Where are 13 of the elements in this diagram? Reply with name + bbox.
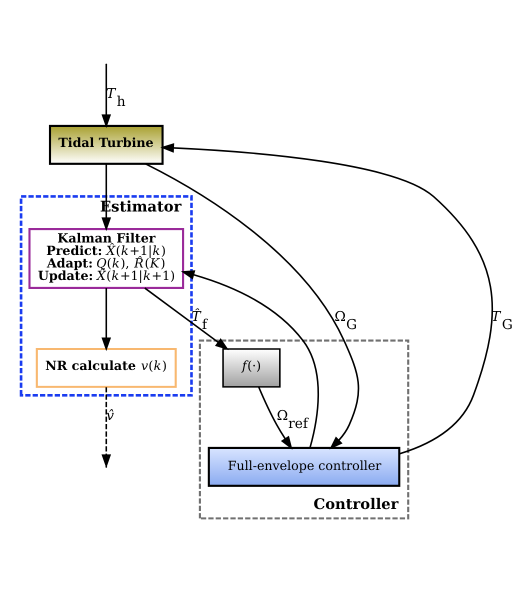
node-box: Full-envelope controller xyxy=(208,446,400,486)
node-box: Tidal Turbine xyxy=(48,124,164,164)
node-box: NR calculate v(k) xyxy=(36,347,177,388)
node-box: Kalman Filter Predict: X̂(k+1|k) Adapt: Q(k), R̂(K) Update: X̂(k+1|k+1) xyxy=(28,228,184,289)
arrow xyxy=(144,286,229,350)
arrow xyxy=(145,162,360,449)
node-box: f(·) xyxy=(222,348,281,388)
arrow xyxy=(101,288,112,351)
arrow xyxy=(101,64,112,128)
arrow xyxy=(101,163,112,231)
arrow xyxy=(258,386,292,450)
arrow xyxy=(180,270,320,448)
edge-label: v̂ xyxy=(106,407,114,424)
